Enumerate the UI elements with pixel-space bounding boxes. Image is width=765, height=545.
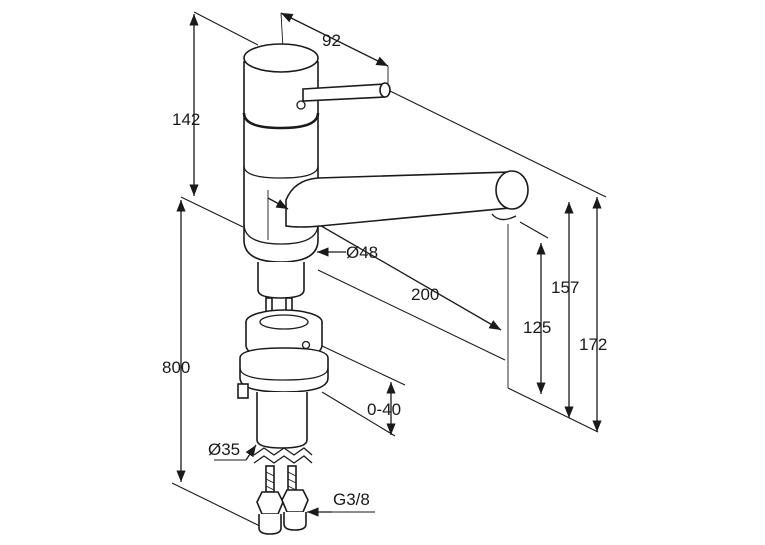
label-125: 125 xyxy=(523,318,551,337)
break-symbol xyxy=(253,447,313,464)
mounting-assembly xyxy=(237,262,329,449)
label-157: 157 xyxy=(551,278,579,297)
dimension-diameter-35: Ø35 xyxy=(208,440,257,461)
dimension-800: 800 xyxy=(162,200,190,482)
dimension-172: 172 xyxy=(579,197,607,432)
dimension-0-40: 0-40 xyxy=(367,382,401,435)
dimension-diameter-48: Ø48 xyxy=(317,243,378,262)
label-0-40: 0-40 xyxy=(367,400,401,419)
label-92: 92 xyxy=(322,31,341,50)
faucet-body xyxy=(242,43,529,263)
label-diameter-35: Ø35 xyxy=(208,440,240,459)
hex-nut-right xyxy=(281,489,309,513)
hoses xyxy=(256,465,309,535)
label-172: 172 xyxy=(579,335,607,354)
cylinder-top-cap xyxy=(243,43,319,73)
dimension-125: 125 xyxy=(507,224,551,394)
label-thread-g38: G3/8 xyxy=(333,490,370,509)
hex-nut-left xyxy=(256,491,284,515)
dimension-thread-g38: G3/8 xyxy=(307,490,375,517)
label-diameter-48: Ø48 xyxy=(346,243,378,262)
dimension-142: 142 xyxy=(172,14,200,196)
dimension-157: 157 xyxy=(551,202,579,418)
label-800: 800 xyxy=(162,358,190,377)
label-200: 200 xyxy=(411,285,439,304)
label-142: 142 xyxy=(172,110,200,129)
spout-end xyxy=(495,170,529,210)
spout xyxy=(285,171,519,228)
